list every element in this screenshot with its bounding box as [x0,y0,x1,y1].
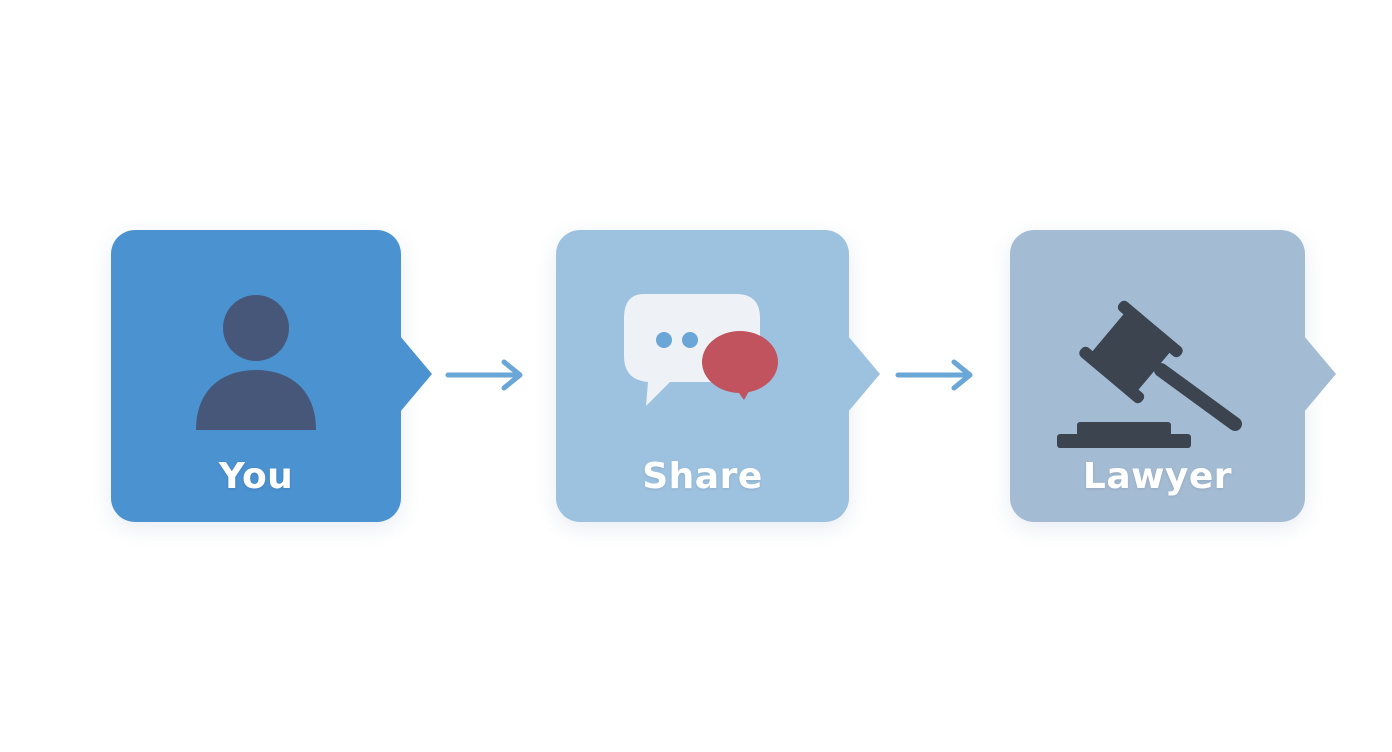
card-pointer [848,336,880,412]
person-icon [111,282,401,452]
step-label: Share [642,456,763,497]
step-card-lawyer: Lawyer [1010,230,1336,522]
gavel-icon [1010,282,1305,452]
arrow-right-icon [445,359,523,391]
card-pointer [1304,336,1336,412]
chat-bubbles-icon [556,282,849,452]
arrow-right-icon [895,359,973,391]
step-card-share: Share [556,230,880,522]
step-label: Lawyer [1082,456,1233,497]
card-pointer [400,336,432,412]
step-label: You [218,456,294,497]
step-card-you: You [111,230,432,522]
